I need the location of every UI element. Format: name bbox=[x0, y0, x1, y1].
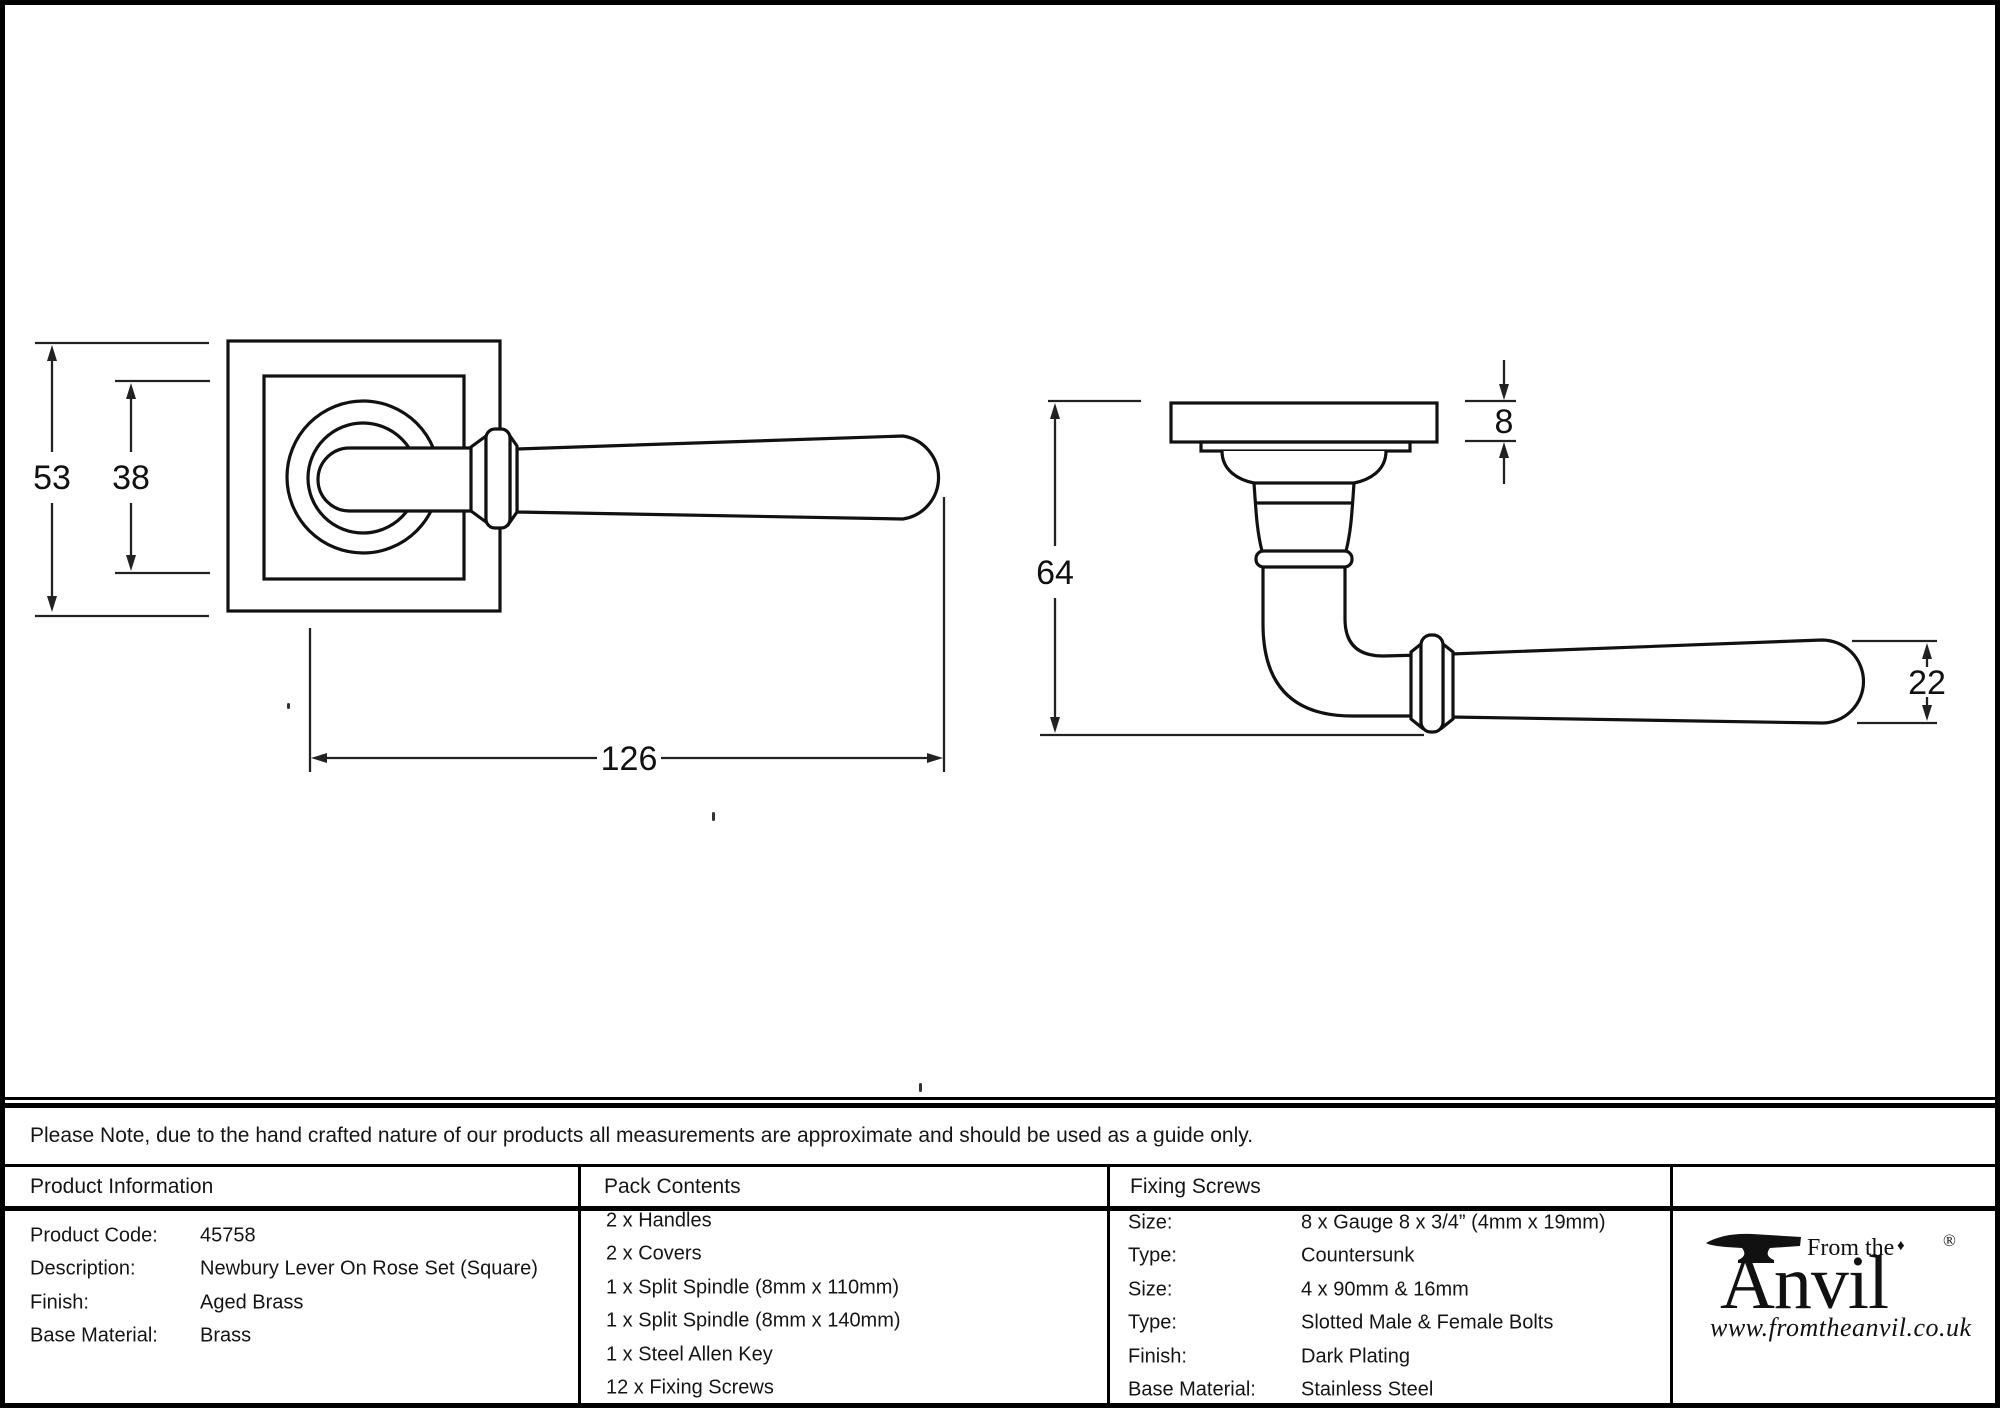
front-lever-neck bbox=[316, 446, 490, 513]
side-neck-left-edge bbox=[1252, 482, 1264, 552]
screws-type2-label: Type: bbox=[1128, 1311, 1177, 1334]
screws-size2-value: 4 x 90mm & 16mm bbox=[1301, 1278, 1469, 1301]
dim-label-22: 22 bbox=[1908, 664, 1946, 702]
screws-finish-value: Dark Plating bbox=[1301, 1345, 1410, 1368]
screws-size1-label: Size: bbox=[1128, 1211, 1173, 1234]
fixing-screws-header: Fixing Screws bbox=[1130, 1175, 1261, 1198]
screws-finish-label: Finish: bbox=[1128, 1345, 1187, 1368]
front-lever-collar-band bbox=[484, 427, 512, 530]
base-material-label: Base Material: bbox=[30, 1324, 158, 1347]
screws-size1-value: 8 x Gauge 8 x 3/4” (4mm x 19mm) bbox=[1301, 1211, 1606, 1234]
screws-size2-label: Size: bbox=[1128, 1278, 1173, 1301]
anvil-icon bbox=[1706, 1233, 1801, 1263]
side-rose-bell bbox=[1220, 450, 1388, 485]
base-material-value: Brass bbox=[200, 1324, 252, 1347]
product-code-label: Product Code: bbox=[30, 1224, 158, 1247]
registered-trademark-symbol: ® bbox=[1943, 1231, 1956, 1250]
side-rose-step bbox=[1199, 440, 1412, 453]
screws-type1-value: Countersunk bbox=[1301, 1244, 1415, 1267]
note-top-rule bbox=[0, 1103, 2000, 1108]
dimension-arrowheads bbox=[47, 345, 1932, 763]
front-lever-grip bbox=[515, 434, 941, 521]
dim-label-64: 64 bbox=[1036, 554, 1074, 592]
pack-item-covers: 2 x Covers bbox=[606, 1242, 702, 1265]
side-rose-plate bbox=[1169, 401, 1439, 444]
approximate-measurements-note: Please Note, due to the hand crafted nat… bbox=[30, 1124, 1254, 1147]
note-bottom-rule bbox=[0, 1164, 2000, 1167]
product-information-header: Product Information bbox=[30, 1175, 214, 1198]
side-elbow-outer bbox=[1261, 565, 1424, 718]
side-elbow-inner bbox=[1343, 565, 1425, 658]
stray-marks bbox=[287, 703, 922, 1092]
drawing-bottom-rule bbox=[0, 1097, 2000, 1100]
dim-label-38: 38 bbox=[112, 459, 150, 497]
front-lever-collar-left-flare bbox=[469, 432, 488, 526]
brand-name: Anvil bbox=[1720, 1241, 1889, 1325]
screws-type2-value: Slotted Male & Female Bolts bbox=[1301, 1311, 1554, 1334]
dim-label-126: 126 bbox=[601, 740, 658, 778]
side-lever-grip bbox=[1449, 638, 1866, 725]
side-neck-collar bbox=[1254, 549, 1354, 569]
pack-item-fixing-screws: 12 x Fixing Screws bbox=[606, 1376, 774, 1399]
from-the-anvil-logo: Anvil From the ♦ ® www.fromtheanvil.co.u… bbox=[1670, 1211, 1996, 1403]
finish-label: Finish: bbox=[30, 1291, 89, 1314]
pack-item-spindle-140: 1 x Split Spindle (8mm x 140mm) bbox=[606, 1309, 901, 1332]
brand-tagline: From the bbox=[1807, 1235, 1895, 1261]
dim-label-8: 8 bbox=[1495, 403, 1514, 441]
screws-material-label: Base Material: bbox=[1128, 1378, 1256, 1401]
pack-item-handles: 2 x Handles bbox=[606, 1209, 712, 1232]
header-bottom-rule bbox=[0, 1206, 2000, 1211]
pack-item-allen-key: 1 x Steel Allen Key bbox=[606, 1343, 773, 1366]
technical-drawing: 53 38 126 64 8 22 bbox=[33, 339, 1946, 1092]
description-label: Description: bbox=[30, 1257, 136, 1280]
finish-value: Aged Brass bbox=[200, 1291, 304, 1314]
product-code-value: 45758 bbox=[200, 1224, 256, 1247]
screws-material-value: Stainless Steel bbox=[1301, 1378, 1434, 1401]
pack-contents-header: Pack Contents bbox=[604, 1175, 741, 1198]
divider-col1-col2 bbox=[578, 1167, 581, 1403]
description-value: Newbury Lever On Rose Set (Square) bbox=[200, 1257, 538, 1280]
divider-col2-col3 bbox=[1107, 1167, 1110, 1403]
divider-col3-col4 bbox=[1670, 1167, 1673, 1403]
screws-type1-label: Type: bbox=[1128, 1244, 1177, 1267]
side-neck-right-edge bbox=[1344, 482, 1356, 552]
dim-label-53: 53 bbox=[33, 459, 71, 497]
side-grip-collar-band bbox=[1419, 633, 1445, 734]
brand-website: www.fromtheanvil.co.uk bbox=[1710, 1313, 1972, 1342]
diamond-icon: ♦ bbox=[1897, 1237, 1905, 1254]
pack-item-spindle-110: 1 x Split Spindle (8mm x 110mm) bbox=[606, 1276, 900, 1299]
